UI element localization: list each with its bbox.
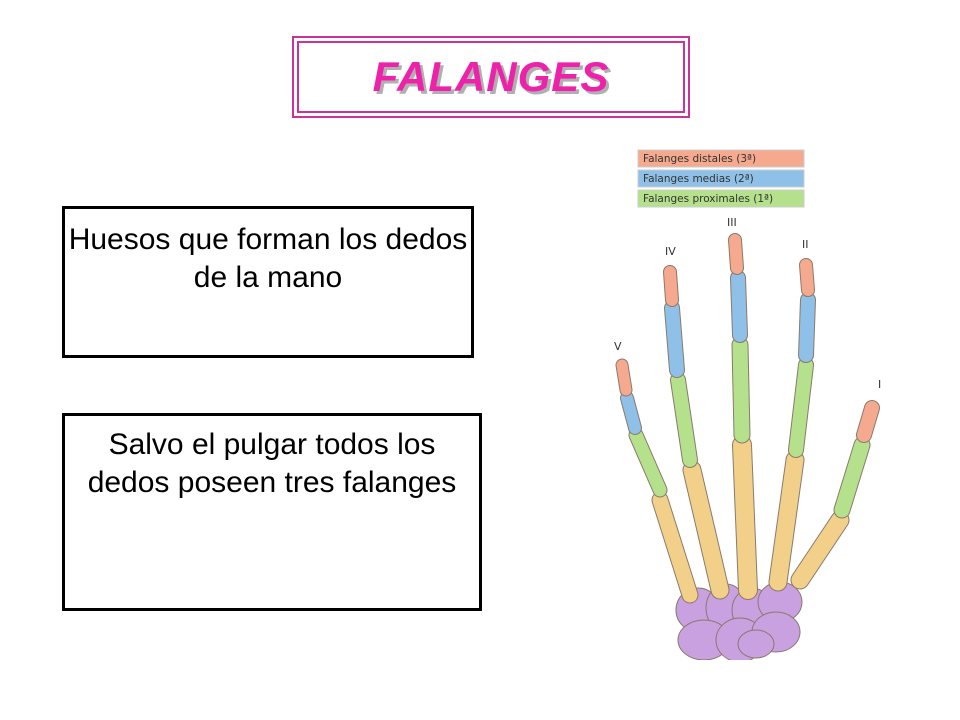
carpal-bone xyxy=(737,629,775,659)
proximal-phalanx-ii xyxy=(788,357,815,458)
distal-phalanx-iv xyxy=(662,264,679,307)
three-phalanges-box: Salvo el pulgar todos los dedos poseen t… xyxy=(62,413,482,611)
finger-label-iv: IV xyxy=(665,245,676,258)
legend-swatch-proximal xyxy=(637,189,805,208)
legend: Falanges distales (3ª) Falanges medias (… xyxy=(637,149,805,208)
page-title: FALANGES xyxy=(372,53,610,100)
middle-phalanx-ii xyxy=(798,291,817,363)
definition-box: Huesos que forman los dedos de la mano xyxy=(62,206,474,358)
metacarpal-i xyxy=(790,510,850,590)
title-inner-frame: FALANGES xyxy=(297,41,685,113)
title-frame: FALANGES xyxy=(292,36,690,118)
proximal-phalanx-iv xyxy=(669,371,698,468)
legend-swatch-distal xyxy=(637,149,805,168)
distal-phalanx-iii xyxy=(727,232,744,275)
legend-label-distal: Falanges distales (3ª) xyxy=(643,153,756,165)
proximal-phalanx-i xyxy=(833,436,871,519)
legend-label-proximal: Falanges proximales (1ª) xyxy=(643,193,773,205)
metacarpal-iii xyxy=(732,435,758,600)
hand-bones-diagram: Falanges distales (3ª) Falanges medias (… xyxy=(614,149,881,660)
distal-phalanx-v xyxy=(615,358,633,397)
finger-label-iii: III xyxy=(727,216,737,229)
finger-label-v: V xyxy=(614,340,622,353)
proximal-phalanx-v xyxy=(628,427,668,498)
middle-phalanx-v xyxy=(619,391,642,435)
finger-label-i: I xyxy=(878,378,881,391)
proximal-phalanx-iii xyxy=(731,336,751,444)
legend-label-middle: Falanges medias (2ª) xyxy=(643,173,754,185)
distal-phalanx-ii xyxy=(799,258,815,297)
middle-phalanx-iv xyxy=(664,299,685,378)
distal-phalanx-i xyxy=(856,400,881,443)
legend-swatch-middle xyxy=(637,169,805,188)
middle-phalanx-iii xyxy=(730,269,748,343)
finger-label-ii: II xyxy=(802,238,809,251)
